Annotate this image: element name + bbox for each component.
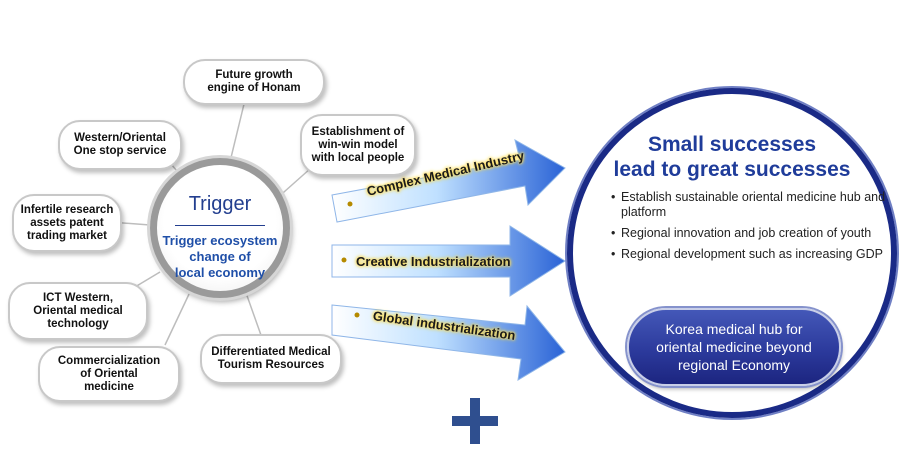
result-bullet: Regional innovation and job creation of …	[611, 226, 891, 241]
result-bullet: Regional development such as increasing …	[611, 247, 891, 262]
arrow-creative	[331, 225, 566, 297]
arrow-bullet	[347, 201, 353, 207]
hub-divider	[175, 225, 265, 226]
connector-line	[164, 291, 191, 346]
plus-icon	[452, 398, 498, 444]
satellite-win-win: Establishment of win-win model with loca…	[300, 114, 416, 176]
result-title: Small successes lead to great successes	[613, 133, 851, 181]
plus-bar-vertical	[470, 398, 480, 444]
satellite-tourism: Differentiated Medical Tourism Resources	[200, 334, 342, 384]
medical-hub-label: Korea medical hub for oriental medicine …	[656, 321, 812, 373]
result-bullets: Establish sustainable oriental medicine …	[611, 190, 891, 268]
satellite-future-growth: Future growth engine of Honam	[183, 59, 325, 105]
satellite-infertile: Infertile research assets patent trading…	[12, 194, 122, 252]
result-circle: Small successes lead to great successes …	[567, 88, 897, 418]
arrow-complex-medical	[331, 138, 566, 223]
satellite-ict: ICT Western, Oriental medical technology	[8, 282, 148, 340]
medical-hub-oval: Korea medical hub for oriental medicine …	[627, 308, 841, 386]
satellite-one-stop: Western/Oriental One stop service	[58, 120, 182, 170]
arrow-label-creative: Creative Industrialization	[356, 254, 511, 269]
arrow-bullet	[354, 312, 360, 318]
trigger-hub: Trigger Trigger ecosystem change of loca…	[150, 158, 290, 298]
arrow-global	[331, 304, 566, 381]
arrow-bullet	[341, 257, 347, 263]
connector-line	[244, 289, 263, 339]
hub-subtitle: Trigger ecosystem change of local econom…	[162, 233, 278, 280]
satellite-commercialization: Commercialization of Oriental medicine	[38, 346, 180, 402]
result-bullet: Establish sustainable oriental medicine …	[611, 190, 891, 220]
hub-title: Trigger	[188, 193, 252, 215]
